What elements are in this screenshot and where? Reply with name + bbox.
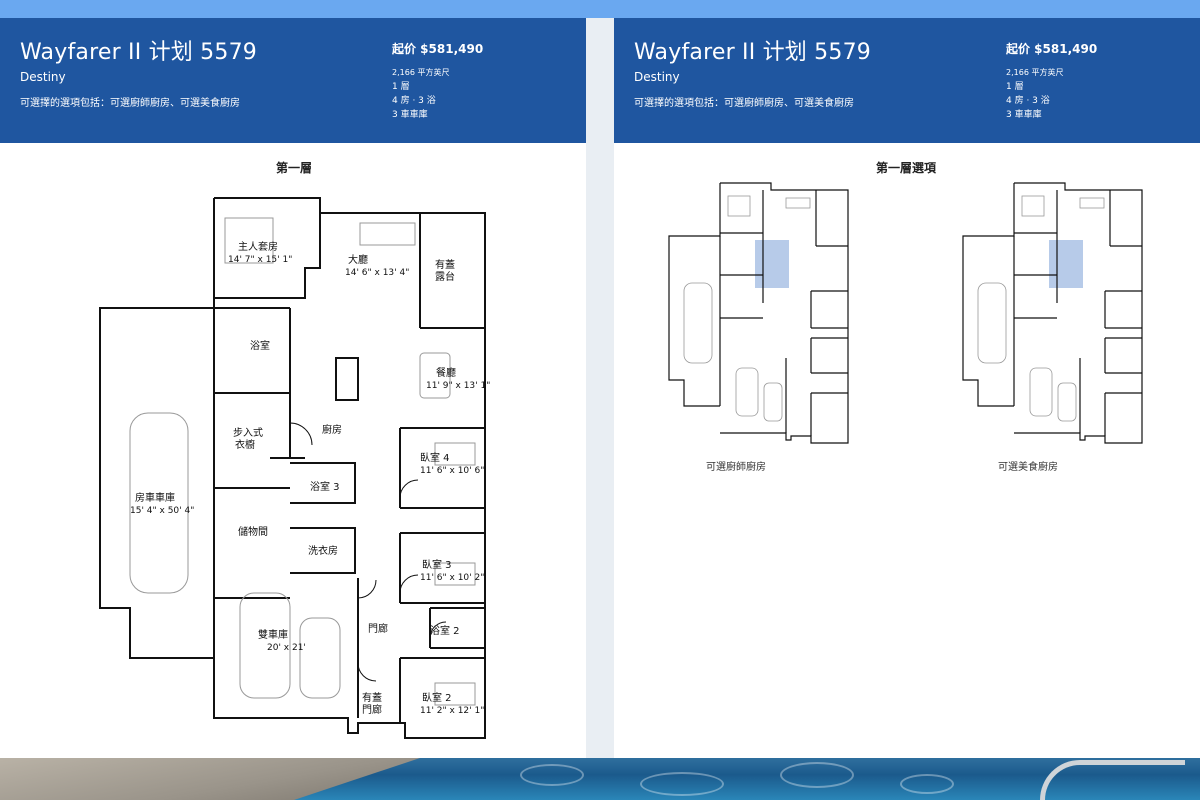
room-double-garage-dim: 20' x 21' [267,643,306,653]
room-dining-dim: 11' 9" x 13' 1" [426,381,490,391]
spec-list: 2,166 平方英尺 1 層 4 房 · 3 浴 3 車車庫 [392,66,449,122]
room-bath2: 浴室 2 [430,624,460,637]
plan-header: Wayfarer II 计划 5579 Destiny 可選擇的選項包括：可選廚… [614,18,1200,143]
floorplan-card-left: Wayfarer II 计划 5579 Destiny 可選擇的選項包括：可選廚… [0,18,586,758]
room-entry-1: 有蓋 [362,691,382,704]
price: 起价 $581,490 [1006,42,1098,56]
plan-title: Wayfarer II 计划 5579 [20,40,257,65]
floorplan-option-chef-kitchen [668,182,849,444]
pool-deck [0,758,420,800]
room-dining: 餐廳 [436,366,456,379]
section-title-options: 第一層選項 [876,161,937,175]
pool-background [0,758,1200,800]
room-bed3-dim: 11' 6" x 10' 2" [420,573,484,583]
plan-title: Wayfarer II 计划 5579 [634,40,871,65]
spec-sqft: 2,166 平方英尺 [392,68,450,77]
room-rv-dim: 15' 4" x 50' 4" [130,506,194,516]
room-bed4: 臥室 4 [420,451,450,464]
floorplan-option-gourmet-kitchen [962,182,1143,444]
room-walkin-2: 衣櫥 [235,438,255,451]
floorplan-card-right: Wayfarer II 计划 5579 Destiny 可選擇的選項包括：可選廚… [614,18,1200,758]
top-strip [0,0,1200,18]
caption-gourmet-kitchen: 可選美食廚房 [998,462,1058,473]
room-patio-2: 露台 [435,270,455,283]
spec-floors: 1 層 [392,82,410,92]
room-bed4-dim: 11' 6" x 10' 6" [420,466,484,476]
spec-garage: 3 車車庫 [1006,110,1042,120]
floorplan-drawing: 主人套房 14' 7" x 15' 1" 大廳 14' 6" x 13' 4" … [99,197,490,739]
room-foyer: 門廊 [368,622,388,635]
room-bath: 浴室 [250,339,270,352]
room-bed3: 臥室 3 [422,558,452,571]
section-title-first-floor: 第一層 [276,161,313,175]
room-bed2: 臥室 2 [422,691,452,704]
spec-bed-bath: 4 房 · 3 浴 [1006,96,1050,106]
room-master: 主人套房 [238,240,278,253]
room-double-garage: 雙車庫 [258,628,288,641]
plan-header: Wayfarer II 计划 5579 Destiny 可選擇的選項包括：可選廚… [0,18,586,143]
room-great: 大廳 [348,253,368,266]
room-master-dim: 14' 7" x 15' 1" [228,255,292,265]
community-name: Destiny [634,70,680,84]
room-entry-2: 門廊 [362,703,382,716]
spec-floors: 1 層 [1006,82,1024,92]
room-patio-1: 有蓋 [435,258,455,271]
options-text: 可選擇的選項包括：可選廚師廚房、可選美食廚房 [634,98,854,109]
caption-chef-kitchen: 可選廚師廚房 [706,462,766,473]
room-bed2-dim: 11' 2" x 12' 1" [420,706,484,716]
spec-garage: 3 車車庫 [392,110,428,120]
community-name: Destiny [20,70,66,84]
price: 起价 $581,490 [392,42,484,56]
room-storage: 儲物間 [238,525,268,538]
room-great-dim: 14' 6" x 13' 4" [345,268,409,278]
spec-sqft: 2,166 平方英尺 [1006,68,1064,77]
spec-list: 2,166 平方英尺 1 層 4 房 · 3 浴 3 車車庫 [1006,66,1063,122]
pool-ladder-rail [1040,760,1185,800]
room-rv: 房車車庫 [135,491,175,504]
room-bath3: 浴室 3 [310,480,340,493]
room-laundry: 洗衣房 [308,544,338,557]
room-walkin-1: 步入式 [233,426,263,439]
options-text: 可選擇的選項包括：可選廚師廚房、可選美食廚房 [20,98,240,109]
room-kitchen: 廚房 [322,423,342,436]
spec-bed-bath: 4 房 · 3 浴 [392,96,436,106]
